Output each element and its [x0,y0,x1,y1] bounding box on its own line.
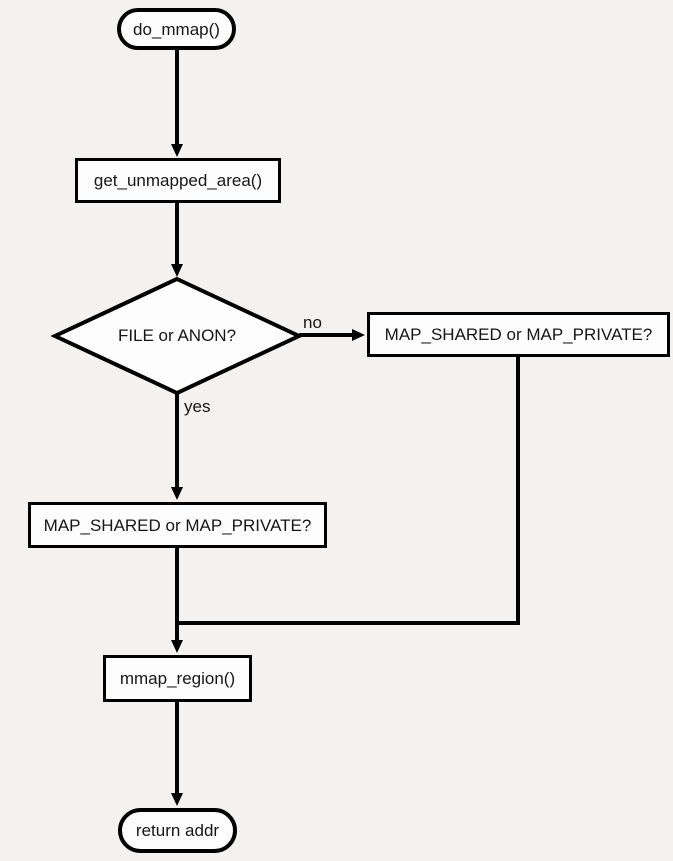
arrowhead-down-icon [171,640,183,653]
arrowhead-down-icon [171,144,183,157]
edge-label-yes: yes [184,397,211,416]
arrowhead-down-icon [171,264,183,277]
process-node-map-shared-or-private-right: MAP_SHARED or MAP_PRIVATE? [367,312,670,357]
decision-label: FILE or ANON? [117,326,237,345]
process-node-label: MAP_SHARED or MAP_PRIVATE? [43,515,312,535]
edge-label-no: no [303,313,322,332]
process-node-label: MAP_SHARED or MAP_PRIVATE? [384,325,653,344]
arrowhead-down-icon [171,793,183,806]
process-node-get-unmapped-area: get_unmapped_area() [75,158,281,203]
arrowhead-down-icon [171,487,183,500]
process-node-mmap-region: mmap_region() [103,655,252,702]
process-node-label: mmap_region() [119,669,236,688]
end-node-return-addr: return addr [118,808,237,853]
process-node-map-shared-or-private-left: MAP_SHARED or MAP_PRIVATE? [28,502,327,548]
end-node-label: return addr [135,821,220,840]
arrowhead-right-icon [352,329,365,341]
start-node-label: do_mmap() [133,19,220,39]
start-node-do-mmap: do_mmap() [117,8,236,50]
edge-branch-no-elbow [177,357,520,625]
process-node-label: get_unmapped_area() [93,171,263,190]
